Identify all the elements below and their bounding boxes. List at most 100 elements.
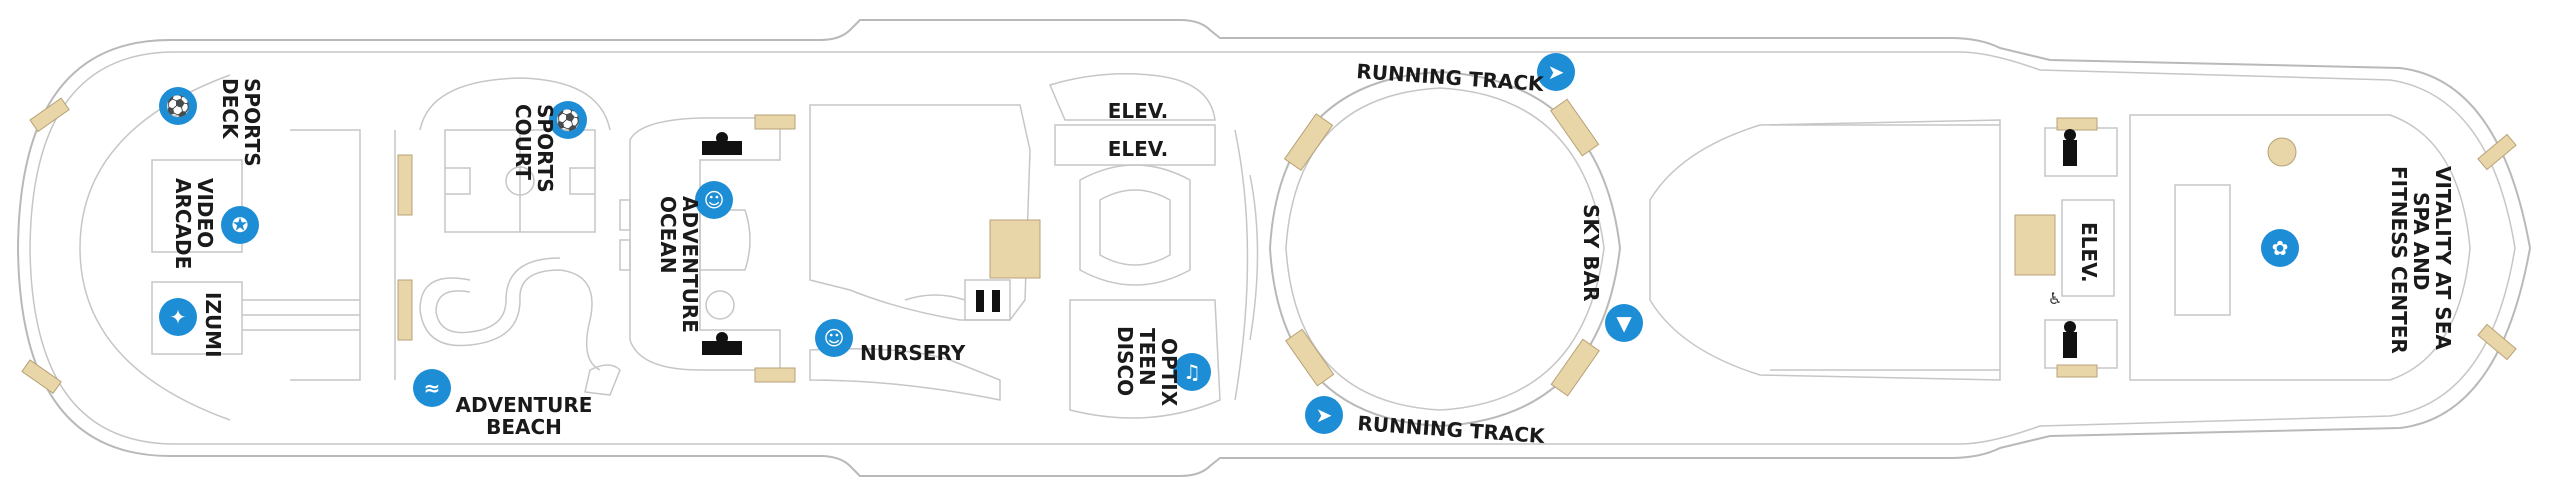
svg-text:⚽: ⚽ (555, 108, 581, 132)
central-atrium (1079, 164, 1191, 286)
svg-text:☺: ☺ (704, 188, 725, 212)
svg-text:DECK: DECK (218, 78, 242, 140)
restroom-mid (964, 279, 1011, 321)
label-sports-deck: SPORTS DECK (218, 78, 264, 167)
label-elev-aft: ELEV. (2077, 222, 2101, 283)
ship-inner-outline (29, 51, 2516, 445)
svg-text:VIDEO: VIDEO (193, 178, 217, 248)
label-elev-top: ELEV. (1108, 99, 1169, 123)
svg-text:➤: ➤ (1548, 60, 1565, 84)
aft-elev-bank (2061, 199, 2115, 297)
label-optix-teen-disco: OPTIX TEEN DISCO (1113, 326, 1181, 407)
svg-text:ADVENTURE: ADVENTURE (678, 196, 702, 333)
spa-inner-room (2174, 184, 2231, 316)
svg-text:☺: ☺ (824, 326, 845, 350)
adventure-ocean-seat-1 (619, 199, 631, 231)
waterslide-loop-inner (435, 257, 561, 334)
sports-court-center (505, 166, 535, 196)
adventure-ocean-feature (705, 290, 735, 320)
svg-text:ARCADE: ARCADE (171, 178, 195, 269)
svg-text:DISCO: DISCO (1113, 326, 1137, 396)
swimming-icon: ≈ (413, 369, 451, 407)
svg-text:TEEN: TEEN (1135, 328, 1159, 386)
dining-icon: ✦ (159, 298, 197, 336)
svg-text:SPORTS: SPORTS (240, 78, 264, 167)
adventure-ocean-seat-2 (619, 239, 631, 271)
ship-hull-outline (16, 19, 2532, 477)
svg-text:♿: ♿ (2048, 289, 2062, 308)
svg-text:✦: ✦ (170, 305, 187, 329)
stroller-icon: ☺ (815, 319, 853, 357)
central-elev-upper (1048, 73, 1216, 121)
label-sky-bar: SKY BAR (1579, 204, 1603, 301)
restroom-icon-mid (976, 290, 1000, 312)
svg-text:BEACH: BEACH (486, 415, 562, 439)
svg-text:VITALITY AT SEA: VITALITY AT SEA (2431, 166, 2455, 350)
sports-deck-wall (290, 129, 361, 381)
label-izumi: IZUMI (201, 292, 225, 358)
label-video-arcade: VIDEO ARCADE (171, 178, 217, 269)
nursery-slide-path (809, 348, 1001, 401)
label-vitality-spa: VITALITY AT SEA SPA AND FITNESS CENTER (2387, 166, 2455, 354)
central-elev-lower (1054, 124, 1216, 166)
cocktail-icon: ▼ (1605, 304, 1643, 342)
accessible-icon: ♿ (2048, 289, 2062, 308)
svg-text:OCEAN: OCEAN (656, 196, 680, 274)
adventure-ocean-room (699, 209, 751, 271)
svg-text:✪: ✪ (232, 213, 249, 237)
nursery-bubbles (904, 294, 966, 301)
svg-text:➤: ➤ (1316, 403, 1333, 427)
svg-text:SPORTS: SPORTS (533, 104, 557, 193)
joystick-icon: ✪ (221, 206, 259, 244)
svg-text:IZUMI: IZUMI (201, 292, 225, 358)
restroom-icon-aft-bottom (2063, 321, 2077, 358)
stairs-group (21, 97, 2517, 397)
music-icon: ♫ (1173, 353, 1211, 391)
restroom-icon-aft-top (2063, 129, 2077, 166)
svg-text:▼: ▼ (1616, 311, 1632, 335)
central-curve-right (1234, 129, 1249, 401)
spa-wall (2129, 114, 2471, 381)
aft-restroom-upper (2044, 127, 2118, 177)
restroom-icon-fwd-bottom (702, 332, 742, 355)
svg-text:⚽: ⚽ (165, 94, 191, 118)
label-nursery: NURSERY (860, 341, 966, 365)
svg-text:SKY BAR: SKY BAR (1579, 204, 1603, 301)
svg-text:SPA AND: SPA AND (2409, 192, 2433, 291)
label-sports-court: SPORTS COURT (511, 104, 557, 193)
sports-court-arc (419, 77, 611, 131)
svg-text:ADVENTURE: ADVENTURE (456, 393, 593, 417)
svg-text:ELEV.: ELEV. (2077, 222, 2101, 283)
waterslide-exit (584, 364, 621, 396)
video-arcade-room (151, 159, 243, 253)
running-track-inner (1285, 87, 1605, 411)
aft-restroom-lower (2044, 319, 2118, 369)
teen-disco-room (1069, 299, 1221, 419)
spa-icon: ✿ (2261, 229, 2299, 267)
sports-court-key-left (445, 167, 471, 195)
label-adventure-beach: ADVENTURE BEACH (456, 393, 593, 439)
kids-icon: ☺ (695, 181, 733, 219)
court-sports-icon: ⚽ (549, 101, 587, 139)
svg-text:COURT: COURT (511, 104, 535, 180)
waterslide-loop (419, 269, 601, 371)
izumi-room (151, 281, 243, 355)
svg-text:OPTIX: OPTIX (1157, 338, 1181, 407)
restroom-icon-fwd-top (702, 132, 742, 155)
label-elev-mid: ELEV. (1108, 137, 1169, 161)
label-adventure-ocean: ADVENTURE OCEAN (656, 196, 702, 333)
svg-text:♫: ♫ (1183, 360, 1201, 384)
forward-lounge-arc (79, 74, 231, 421)
svg-text:≈: ≈ (424, 376, 441, 400)
sports-icon: ⚽ (159, 87, 197, 125)
sports-court-key-right (569, 167, 595, 195)
svg-text:FITNESS CENTER: FITNESS CENTER (2387, 166, 2411, 354)
label-running-track-top: RUNNING TRACK (1356, 59, 1546, 96)
svg-text:✿: ✿ (2272, 236, 2289, 260)
running-icon-top: ➤ (1537, 53, 1575, 91)
adventure-ocean-wall (629, 117, 781, 371)
running-icon-bottom: ➤ (1305, 396, 1343, 434)
aft-deck-outline (1649, 119, 2001, 381)
central-curve-right-2 (1249, 174, 1259, 341)
